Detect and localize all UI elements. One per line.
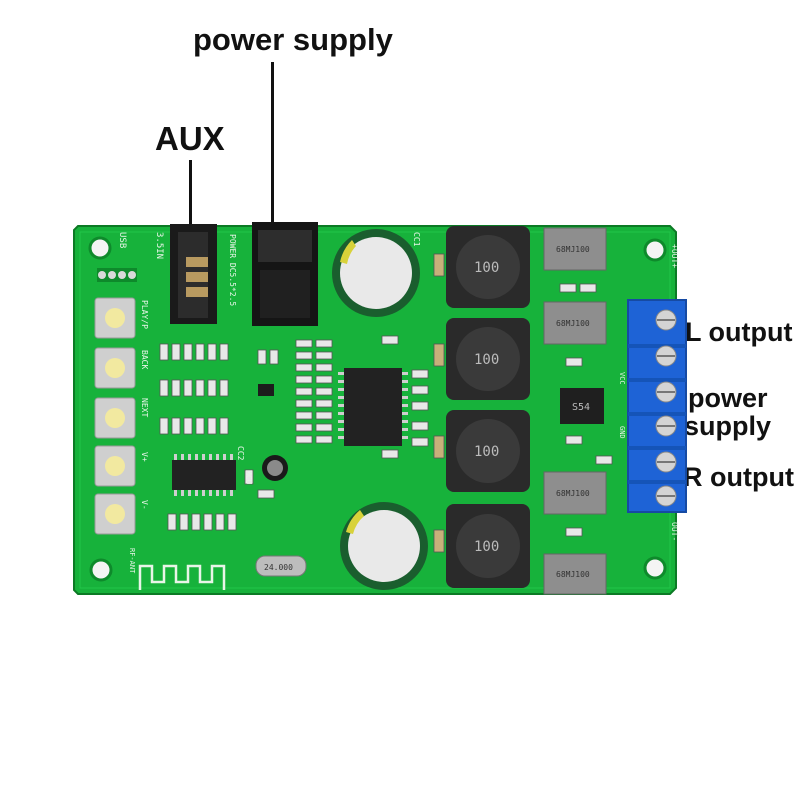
crystal-marking: 24.000: [264, 563, 293, 572]
screw-gnd: [655, 415, 677, 437]
power-resistor-2-marking: 68MJ100: [556, 319, 590, 328]
power-supply-leader-line: [271, 62, 274, 230]
amplifier-ic: [338, 368, 408, 446]
small-capacitor: [262, 455, 288, 481]
power-silk-label: POWER DC5.5*2.5: [228, 234, 237, 306]
cc2-silk-label: CC2: [236, 446, 245, 461]
large-capacitor-top: [332, 229, 420, 317]
power-supply-label-side-1: power: [688, 383, 768, 413]
next-button: [94, 397, 136, 439]
aux-label: AUX: [155, 120, 225, 157]
push-buttons: [94, 297, 136, 535]
inductor-2-marking: 100: [474, 352, 499, 368]
power-supply-label-side-2: supply: [684, 411, 772, 441]
voltage-regulator: S54: [560, 388, 604, 424]
vplus-silk-label: V+: [140, 452, 149, 462]
power-supply-label-top: power supply: [193, 22, 393, 57]
back-silk-label: BACK: [140, 350, 149, 369]
power-resistor-3-marking: 68MJ100: [556, 489, 590, 498]
power-resistor-3: 68MJ100: [543, 471, 607, 515]
aux-leader-line: [189, 160, 192, 230]
inductor-1-marking: 100: [474, 260, 499, 276]
smd-resistors: [159, 335, 429, 531]
l-output-label: L output: [685, 317, 793, 347]
screw-l-minus: [655, 345, 677, 367]
power-resistor-1-marking: 68MJ100: [556, 245, 590, 254]
inductor-side-capacitors: [433, 253, 445, 553]
inductor-2: 100: [446, 318, 530, 400]
screw-l-plus: [655, 309, 677, 331]
mcu-silk-label: MCU: [244, 470, 253, 485]
terminal-screws: [655, 309, 677, 507]
regulator-marking: S54: [572, 402, 590, 413]
inductor-4: 100: [446, 504, 530, 588]
inductor-3: 100: [446, 410, 530, 492]
play-silk-label: PLAY/P: [140, 300, 149, 329]
bluetooth-antenna: [138, 564, 226, 590]
screw-r-minus: [655, 485, 677, 507]
r-output-label: R output: [683, 462, 794, 492]
out-minus-silk-label: OUT-: [670, 522, 679, 541]
in35-silk-label: 3.5IN: [154, 232, 164, 259]
power-resistor-1: 68MJ100: [543, 227, 607, 271]
crystal-oscillator: 24.000: [255, 555, 307, 577]
power-resistor-2: 68MJ100: [543, 301, 607, 345]
transistor: [258, 384, 274, 396]
inductor-1: 100: [446, 226, 530, 308]
play-button: [94, 297, 136, 339]
next-silk-label: NEXT: [140, 398, 149, 417]
mcu-chip: [172, 454, 236, 496]
volume-down-button: [94, 493, 136, 535]
inductor-3-marking: 100: [474, 444, 499, 460]
inductor-4-marking: 100: [474, 539, 499, 555]
vcc-silk-label: VCC: [618, 372, 626, 385]
power-resistor-4-marking: 68MJ100: [556, 570, 590, 579]
vminus-silk-label: V-: [140, 500, 149, 510]
aux-jack: [170, 224, 217, 324]
screw-terminal-block: [627, 299, 687, 513]
power-resistor-4: 68MJ100: [543, 553, 607, 595]
volume-up-button: [94, 445, 136, 487]
out-plus-silk-label: +OUT+: [670, 244, 679, 268]
back-button: [94, 347, 136, 389]
dc-power-jack: [252, 222, 318, 326]
screw-r-plus: [655, 451, 677, 473]
terminal-side-parts: [559, 283, 613, 537]
large-capacitor-bottom: [340, 502, 428, 590]
cc1-silk-label: CC1: [412, 232, 421, 247]
mounting-holes: [88, 236, 667, 582]
screw-vcc: [655, 381, 677, 403]
rf-ant-silk-label: RF-ANT: [128, 548, 136, 574]
gnd-silk-label: GND: [618, 426, 626, 439]
usb-header: [97, 268, 137, 282]
usb-silk-label: USB: [117, 232, 127, 248]
